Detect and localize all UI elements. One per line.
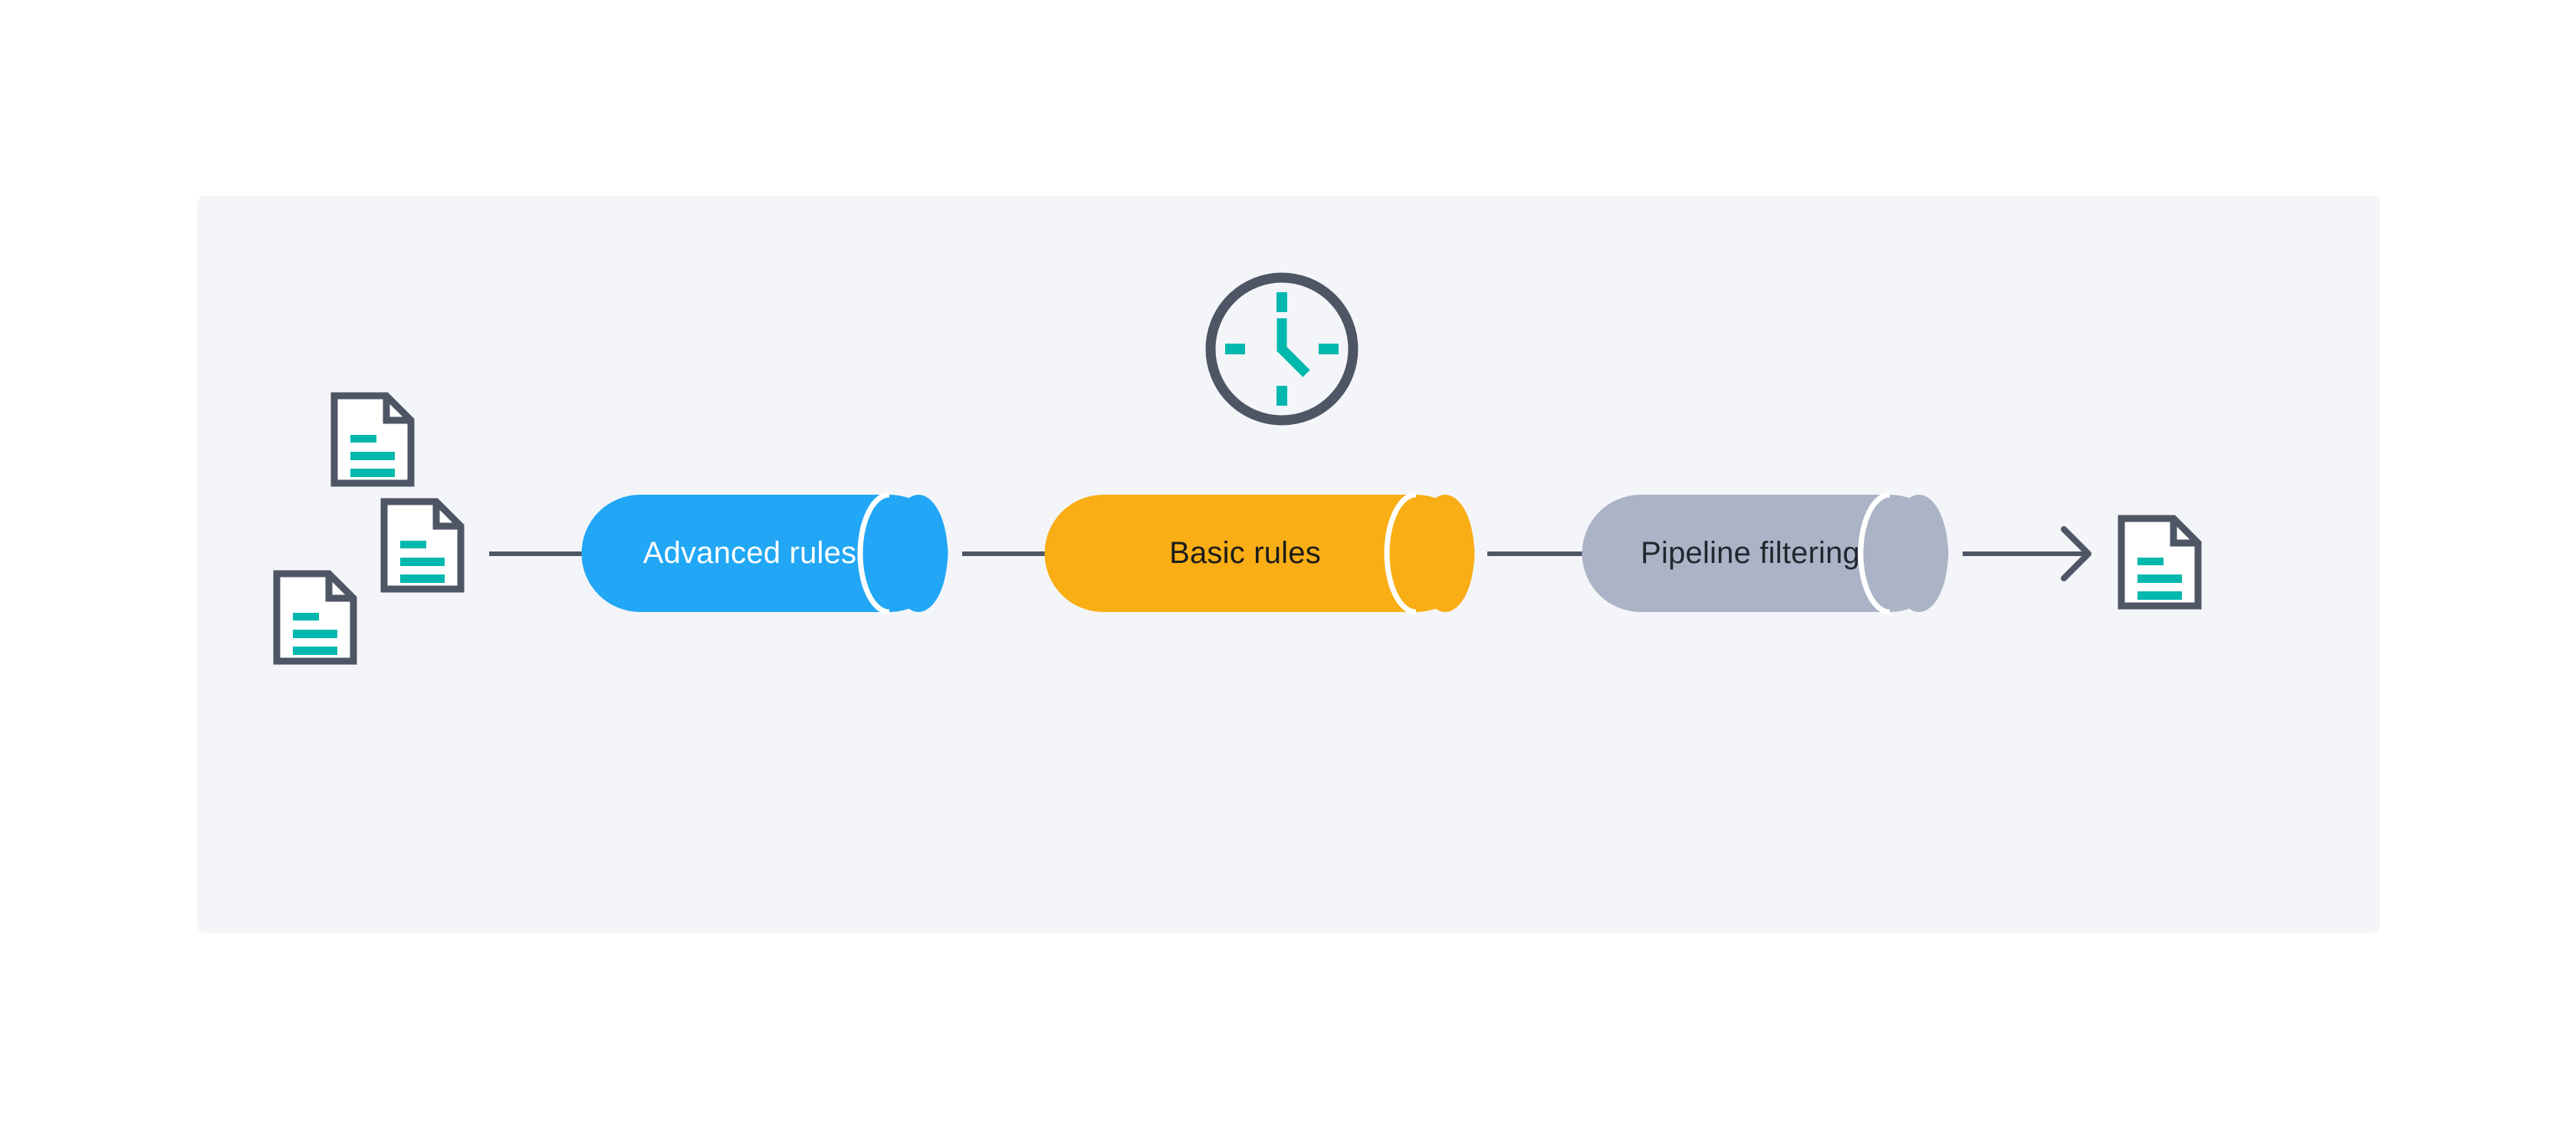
clock-icon <box>1205 272 1359 426</box>
output-documents <box>2121 518 2198 606</box>
stage-pipeline-filtering[interactable] <box>1582 492 1949 615</box>
document-icon <box>334 396 411 483</box>
arrowhead-icon <box>2061 526 2091 581</box>
input-documents <box>277 396 461 661</box>
stage-basic-rules[interactable] <box>1044 492 1475 615</box>
stage-advanced-rules[interactable] <box>581 492 948 615</box>
document-icon <box>277 574 353 661</box>
document-icon <box>2121 518 2198 606</box>
document-icon <box>384 502 461 589</box>
